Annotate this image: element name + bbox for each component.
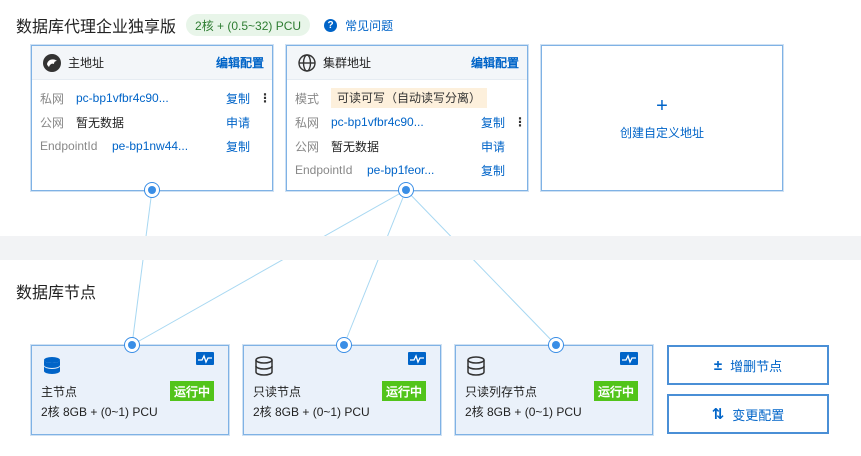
header-row: 数据库代理企业独享版 2核 + (0.5~32) PCU ? 常见问题: [16, 14, 393, 36]
primary-node-anchor: [124, 337, 140, 353]
status-badge: 运行中: [593, 381, 638, 401]
plus-icon: +: [656, 94, 668, 117]
more-options-icon[interactable]: ⋮: [514, 115, 526, 129]
status-badge: 运行中: [169, 381, 214, 401]
change-config-button[interactable]: ⇅ 变更配置: [667, 394, 829, 434]
readonly-column-node-card[interactable]: 只读列存节点 运行中 2核 8GB + (0~1) PCU: [455, 345, 653, 435]
add-remove-nodes-label: 增删节点: [730, 358, 783, 374]
node-spec: 2核 8GB + (0~1) PCU: [465, 405, 582, 419]
monitor-icon[interactable]: [408, 352, 426, 365]
row-key: 模式: [295, 91, 320, 106]
faq-link[interactable]: ? 常见问题: [324, 17, 393, 34]
row-key: EndpointId: [295, 163, 353, 177]
primary-address-title: 主地址: [68, 56, 105, 70]
primary-private-copy-button[interactable]: 复制: [226, 91, 251, 106]
primary-address-anchor: [144, 182, 160, 198]
monitor-icon[interactable]: [620, 352, 638, 365]
primary-node-card[interactable]: 主节点 运行中 2核 8GB + (0~1) PCU: [31, 345, 229, 435]
question-icon: ?: [324, 18, 338, 32]
plus-minus-icon: ±: [713, 356, 723, 374]
spec-badge: 2核 + (0.5~32) PCU: [186, 14, 311, 36]
cluster-endpoint-value[interactable]: pe-bp1feor...: [367, 163, 435, 177]
node-spec: 2核 8GB + (0~1) PCU: [41, 405, 158, 419]
primary-address-rows: 私网 pc-bp1vfbr4c90... 复制 ⋮ 公网 暂无数据 申请 End…: [32, 80, 272, 158]
monitor-icon[interactable]: [196, 352, 214, 365]
dolphin-icon: [42, 53, 62, 73]
readonly-node-card[interactable]: 只读节点 运行中 2核 8GB + (0~1) PCU: [243, 345, 441, 435]
add-remove-nodes-button[interactable]: ± 增删节点: [667, 345, 829, 385]
cluster-endpoint-row: EndpointId pe-bp1feor... 复制: [295, 158, 527, 182]
section-divider: [0, 236, 861, 260]
database-icon: [467, 356, 485, 376]
primary-endpoint-value[interactable]: pe-bp1nw44...: [112, 139, 189, 153]
primary-public-apply-button[interactable]: 申请: [226, 115, 251, 130]
swap-arrows-icon: ⇅: [711, 406, 725, 423]
cluster-private-copy-button[interactable]: 复制: [481, 115, 506, 130]
cluster-private-row: 私网 pc-bp1vfbr4c90... 复制 ⋮: [295, 110, 527, 134]
cluster-address-card: 集群地址 编辑配置 模式 可读可写（自动读写分离） 私网 pc-bp1vfbr4…: [286, 45, 528, 191]
create-custom-address-button[interactable]: + 创建自定义地址: [541, 45, 783, 191]
mode-tag: 可读可写（自动读写分离）: [331, 88, 488, 108]
cluster-address-anchor: [398, 182, 414, 198]
row-key: 私网: [295, 115, 320, 130]
row-key: EndpointId: [40, 139, 98, 153]
primary-endpoint-copy-button[interactable]: 复制: [226, 139, 251, 154]
globe-icon: [297, 53, 317, 73]
row-key: 公网: [40, 115, 65, 130]
row-key: 私网: [40, 91, 65, 106]
primary-private-value[interactable]: pc-bp1vfbr4c90...: [76, 91, 169, 105]
database-icon: [255, 356, 273, 376]
cluster-public-row: 公网 暂无数据 申请: [295, 134, 527, 158]
primary-private-row: 私网 pc-bp1vfbr4c90... 复制 ⋮: [40, 86, 272, 110]
cluster-public-apply-button[interactable]: 申请: [481, 139, 506, 154]
page-title: 数据库代理企业独享版: [16, 19, 177, 36]
row-key: 公网: [295, 139, 320, 154]
status-badge: 运行中: [381, 381, 426, 401]
nodes-section-title: 数据库节点: [16, 285, 97, 302]
primary-public-row: 公网 暂无数据 申请: [40, 110, 272, 134]
node-spec: 2核 8GB + (0~1) PCU: [253, 405, 370, 419]
node-name: 只读列存节点: [465, 385, 538, 399]
more-options-icon[interactable]: ⋮: [259, 91, 271, 105]
cluster-endpoint-copy-button[interactable]: 复制: [481, 163, 506, 178]
primary-edit-config-button[interactable]: 编辑配置: [215, 56, 264, 70]
cluster-address-title: 集群地址: [323, 56, 372, 70]
cluster-public-value: 暂无数据: [331, 139, 380, 154]
database-icon: [44, 357, 60, 374]
primary-address-card: 主地址 编辑配置 私网 pc-bp1vfbr4c90... 复制 ⋮ 公网 暂无…: [31, 45, 273, 191]
change-config-label: 变更配置: [732, 407, 785, 423]
node-name: 只读节点: [253, 385, 302, 399]
cluster-address-rows: 模式 可读可写（自动读写分离） 私网 pc-bp1vfbr4c90... 复制 …: [287, 80, 527, 182]
cluster-edit-config-button[interactable]: 编辑配置: [470, 56, 519, 70]
cluster-address-header: 集群地址 编辑配置: [287, 46, 527, 80]
cluster-mode-row: 模式 可读可写（自动读写分离）: [295, 86, 527, 110]
primary-endpoint-row: EndpointId pe-bp1nw44... 复制: [40, 134, 272, 158]
primary-public-value: 暂无数据: [76, 115, 125, 130]
node-name: 主节点: [41, 385, 78, 399]
primary-address-header: 主地址 编辑配置: [32, 46, 272, 80]
create-custom-address-label: 创建自定义地址: [619, 125, 704, 140]
cluster-private-value[interactable]: pc-bp1vfbr4c90...: [331, 115, 424, 129]
readonly-node-anchor: [336, 337, 352, 353]
faq-label: 常见问题: [345, 18, 394, 33]
readonly-column-node-anchor: [548, 337, 564, 353]
